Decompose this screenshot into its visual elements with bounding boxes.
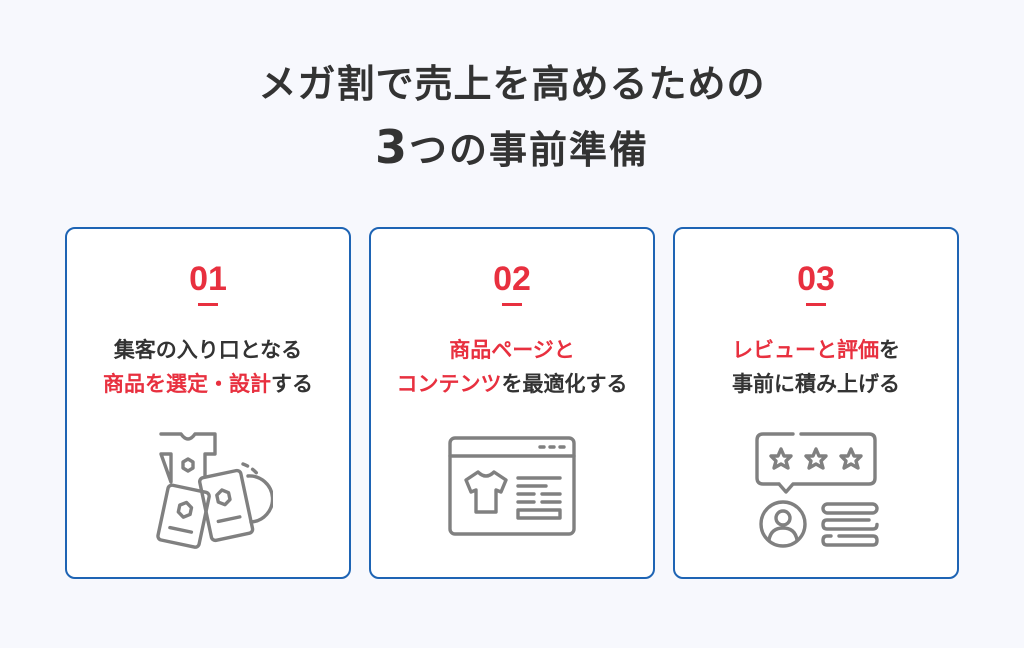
highlight-text: レビューと評価 <box>732 338 879 362</box>
description-line-2: 商品を選定・設計する <box>67 367 349 401</box>
title-number: 3 <box>374 120 409 174</box>
step-description: 商品ページと コンテンツを最適化する <box>371 333 653 401</box>
text-segment: する <box>271 372 313 396</box>
review-rating-icon <box>751 424 881 558</box>
step-number: 02 <box>493 260 531 298</box>
step-card-1: 01 集客の入り口となる 商品を選定・設計する <box>65 227 351 579</box>
text-segment: を <box>879 338 900 362</box>
text-segment: 集客の入り口となる <box>113 338 303 362</box>
text-segment: 事前に積み上げる <box>732 372 900 396</box>
number-underline <box>806 303 826 306</box>
number-underline <box>198 303 218 306</box>
title-line-1: メガ割で売上を高めるための <box>258 62 766 106</box>
step-card-3: 03 レビューと評価を 事前に積み上げる <box>673 227 959 579</box>
title-line-2: 3つの事前準備 <box>0 120 1024 177</box>
text-segment: を最適化する <box>501 372 628 396</box>
description-line-1: 商品ページと <box>371 333 653 367</box>
description-line-1: 集客の入り口となる <box>67 333 349 367</box>
highlight-text: 商品ページと <box>449 338 575 362</box>
step-description: レビューと評価を 事前に積み上げる <box>675 333 957 401</box>
products-clothing-icon <box>143 424 275 558</box>
description-line-1: レビューと評価を <box>675 333 957 367</box>
description-line-2: 事前に積み上げる <box>675 367 957 401</box>
product-webpage-icon <box>446 434 578 542</box>
step-number: 01 <box>189 260 227 298</box>
number-underline <box>502 303 522 306</box>
description-line-2: コンテンツを最適化する <box>371 367 653 401</box>
step-number: 03 <box>797 260 835 298</box>
highlight-text: 商品を選定・設計 <box>103 372 271 396</box>
highlight-text: コンテンツ <box>396 372 502 396</box>
step-description: 集客の入り口となる 商品を選定・設計する <box>67 333 349 401</box>
step-card-2: 02 商品ページと コンテンツを最適化する <box>369 227 655 579</box>
title-line-2-text: つの事前準備 <box>409 128 650 172</box>
page-title: メガ割で売上を高めるための 3つの事前準備 <box>0 58 1024 177</box>
